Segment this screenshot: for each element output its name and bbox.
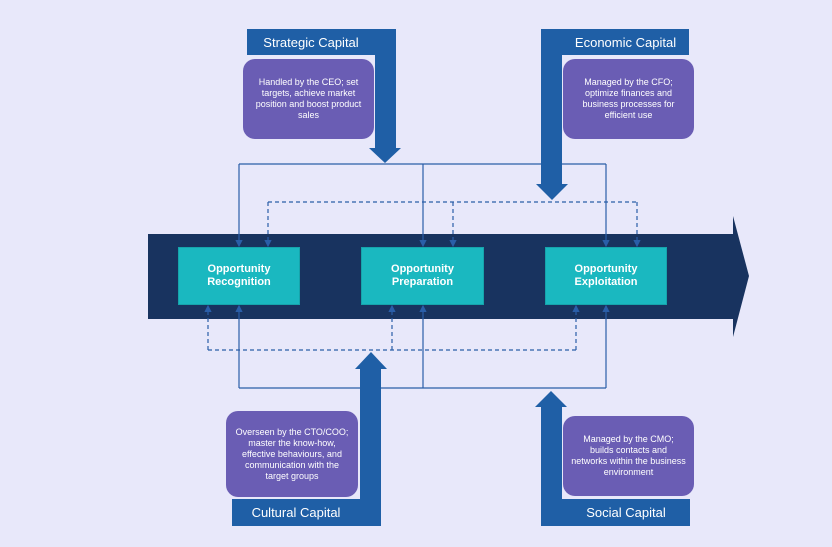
stage-opportunity-preparation: Opportunity Preparation — [361, 247, 484, 305]
cultural-capital-title: Cultural Capital — [232, 499, 360, 526]
economic-capital-title: Economic Capital — [562, 29, 689, 55]
social-connectors — [235, 304, 610, 389]
cultural-capital-description: Overseen by the CTO/COO; master the know… — [226, 411, 358, 497]
stage-opportunity-exploitation: Opportunity Exploitation — [545, 247, 667, 305]
cultural-connectors — [204, 304, 580, 351]
economic-connectors — [264, 201, 641, 248]
strategic-capital-description: Handled by the CEO; set targets, achieve… — [243, 59, 374, 139]
strategic-capital-title: Strategic Capital — [247, 29, 375, 55]
stage-opportunity-recognition: Opportunity Recognition — [178, 247, 300, 305]
economic-capital-description: Managed by the CFO; optimize finances an… — [563, 59, 694, 139]
social-capital-title: Social Capital — [562, 499, 690, 526]
social-capital-description: Managed by the CMO; builds contacts and … — [563, 416, 694, 496]
